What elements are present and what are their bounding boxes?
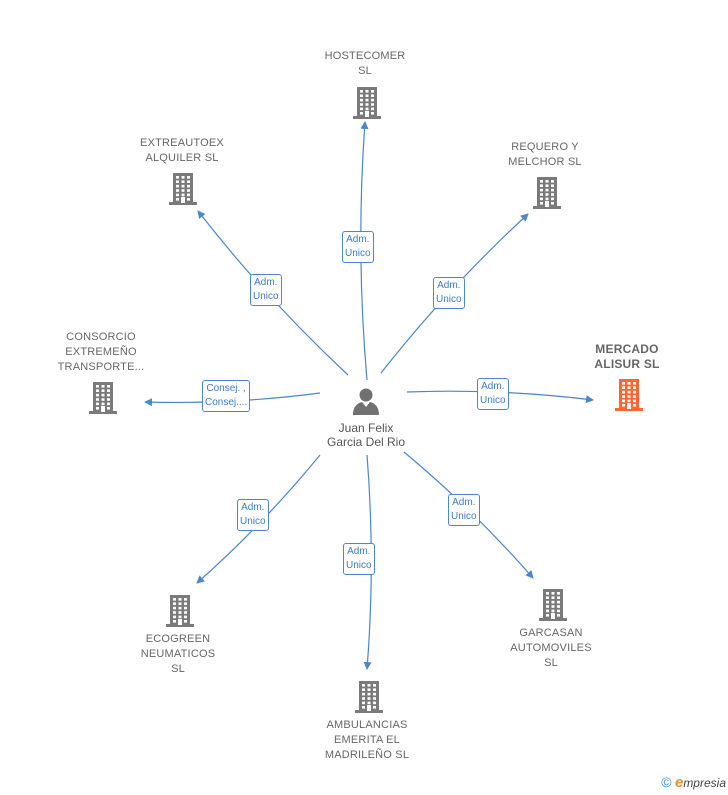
company-name-line: EMERITA EL xyxy=(334,734,400,746)
building-icon xyxy=(89,382,117,414)
company-name[interactable]: GARCASAN AUTOMOVILES SL xyxy=(486,626,616,671)
company-name-line: ALQUILER SL xyxy=(145,152,219,164)
person-name-line: Juan Felix xyxy=(338,421,394,435)
role-line: Adm. xyxy=(481,381,505,392)
role-line: Adm. xyxy=(254,277,278,288)
role-line: Adm. xyxy=(452,497,476,508)
role-line: Unico xyxy=(436,294,462,305)
brand-logo: empresia xyxy=(674,774,726,791)
company-name-line: MELCHOR SL xyxy=(508,156,582,168)
person-name: Juan Felix Garcia Del Rio xyxy=(304,421,428,449)
company-name-line: SL xyxy=(358,65,372,77)
role-badge-ecogreen[interactable]: Adm. Unico xyxy=(237,499,269,531)
company-name[interactable]: HOSTECOMER SL xyxy=(300,49,430,79)
role-line: Unico xyxy=(253,291,279,302)
role-line: Unico xyxy=(240,516,266,527)
company-name-line: SL xyxy=(544,657,558,669)
company-name-line: AMBULANCIAS xyxy=(326,719,408,731)
role-badge-mercado[interactable]: Adm. Unico xyxy=(477,378,509,410)
company-name-line: EXTREAUTOEX xyxy=(140,137,224,149)
company-name[interactable]: REQUERO Y MELCHOR SL xyxy=(480,140,610,170)
role-line: Consej. , xyxy=(206,383,246,394)
building-icon xyxy=(355,681,383,713)
person-icon xyxy=(353,388,379,415)
company-name[interactable]: AMBULANCIAS EMERITA EL MADRILEÑO SL xyxy=(302,718,432,763)
company-name-line: MADRILEÑO SL xyxy=(324,749,410,761)
company-name-line: REQUERO Y xyxy=(511,141,579,153)
company-name-line: SL xyxy=(171,663,185,675)
role-badge-hostecomer[interactable]: Adm. Unico xyxy=(342,231,374,263)
company-name-line: TRANSPORTE... xyxy=(57,361,145,373)
building-icon xyxy=(615,379,643,411)
role-badge-garcasan[interactable]: Adm. Unico xyxy=(448,494,480,526)
building-icon xyxy=(169,173,197,205)
role-badge-requero[interactable]: Adm. Unico xyxy=(433,277,465,309)
company-name-line: GARCASAN xyxy=(519,627,583,639)
company-name-line: AUTOMOVILES xyxy=(510,642,592,654)
role-line: Adm. xyxy=(346,234,370,245)
building-icon xyxy=(539,589,567,621)
company-name[interactable]: ECOGREEN NEUMATICOS SL xyxy=(113,632,243,677)
building-icon xyxy=(166,595,194,627)
company-name-line: ECOGREEN xyxy=(145,633,211,645)
role-line: Adm. xyxy=(347,546,371,557)
role-line: Unico xyxy=(345,248,371,259)
footer-brand[interactable]: © empresia xyxy=(661,774,726,791)
company-name-line: MERCADO xyxy=(595,342,659,356)
company-name-line: HOSTECOMER xyxy=(324,50,406,62)
role-badge-extreautoex[interactable]: Adm. Unico xyxy=(250,274,282,306)
role-line: Unico xyxy=(480,395,506,406)
company-name[interactable]: CONSORCIO EXTREMEÑO TRANSPORTE... xyxy=(36,330,166,375)
copyright-icon: © xyxy=(661,774,672,790)
role-line: Unico xyxy=(346,560,372,571)
company-name-line: NEUMATICOS xyxy=(140,648,216,660)
company-name-line: CONSORCIO xyxy=(66,331,136,343)
role-line: Adm. xyxy=(241,502,265,513)
building-icon xyxy=(533,177,561,209)
role-line: Consej.... xyxy=(205,397,248,408)
company-name[interactable]: EXTREAUTOEX ALQUILER SL xyxy=(117,136,247,166)
building-icon xyxy=(353,87,381,119)
role-badge-consorcio[interactable]: Consej. , Consej.... xyxy=(202,380,251,412)
role-badge-ambulancias[interactable]: Adm. Unico xyxy=(343,543,375,575)
company-name-line: EXTREMEÑO xyxy=(65,346,137,358)
company-name-line: ALISUR SL xyxy=(594,357,660,371)
role-line: Unico xyxy=(451,511,477,522)
role-line: Adm. xyxy=(437,280,461,291)
person-name-line: Garcia Del Rio xyxy=(326,435,406,449)
